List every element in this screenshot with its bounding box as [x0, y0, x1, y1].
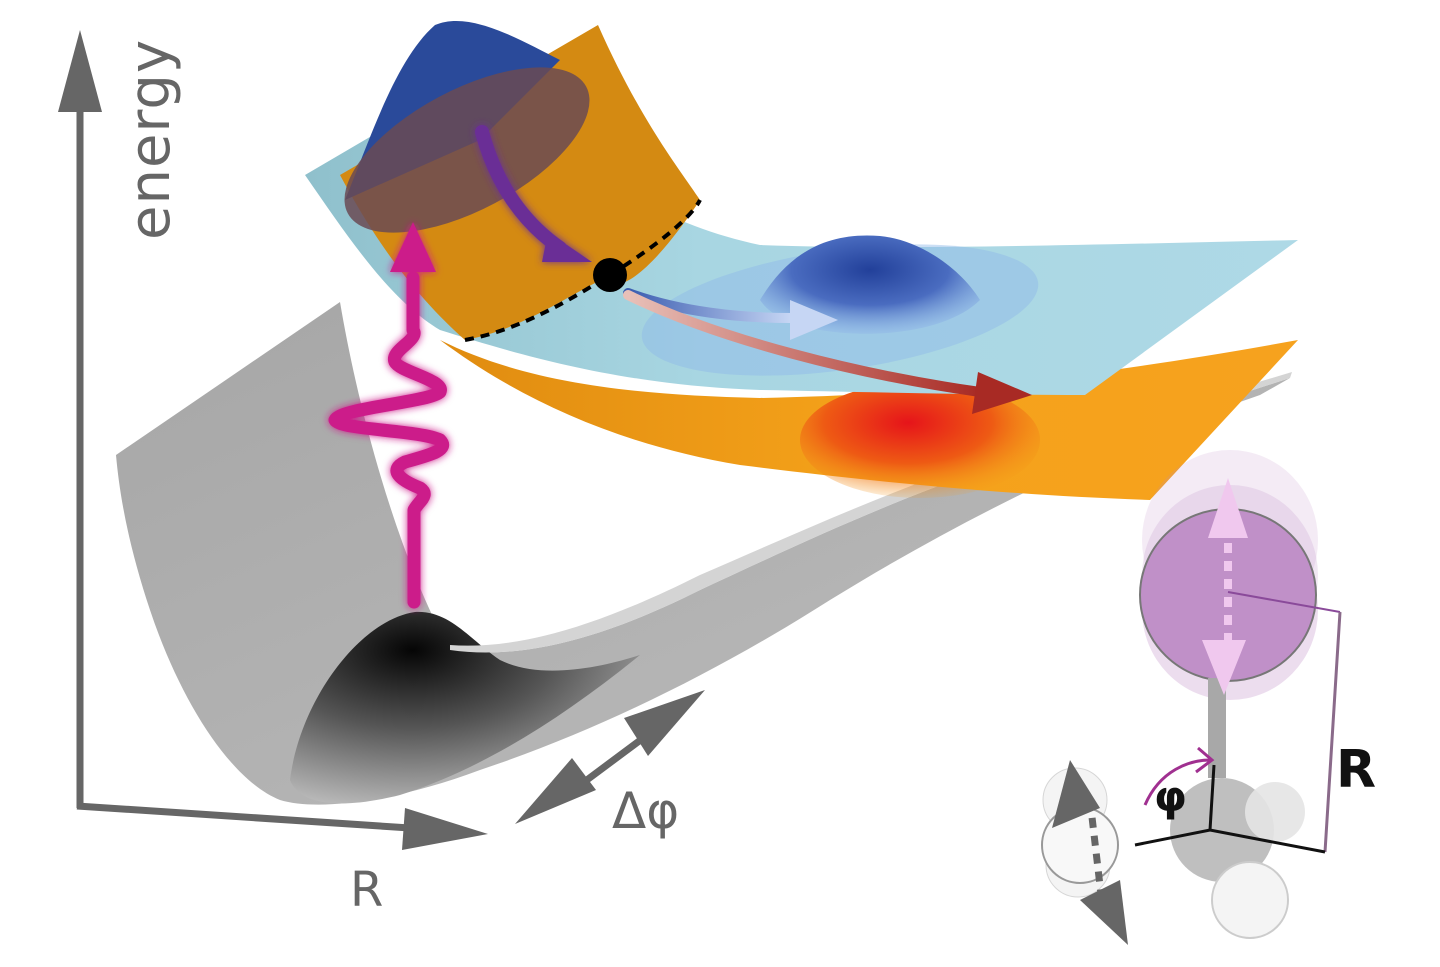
lower-branch-arrow: [623, 290, 1032, 414]
relaxation-arrow: [475, 125, 592, 262]
energy-axis: [58, 30, 102, 808]
bond: [1208, 678, 1226, 778]
molecule-inset: [1041, 450, 1342, 945]
initial-wavepacket: [344, 20, 590, 233]
excitation-photon-arrow: [328, 222, 449, 609]
r-axis: [76, 802, 488, 850]
r-axis-label: R: [350, 862, 384, 918]
dphi-double-arrow: [515, 690, 705, 824]
ground-state-surface: [116, 302, 1292, 805]
hydrogen-atom: [1211, 861, 1289, 939]
molecule-r-label: R: [1336, 740, 1377, 800]
dphi-label: Δφ: [612, 782, 680, 840]
conical-intersection-seam: [464, 199, 702, 342]
conical-intersection-marker: [593, 258, 627, 292]
energy-axis-label: energy: [118, 38, 183, 240]
left-atom: [1041, 806, 1119, 884]
molecule-phi-label: φ: [1154, 772, 1187, 821]
upper-branch-wavepacket: [760, 235, 980, 334]
